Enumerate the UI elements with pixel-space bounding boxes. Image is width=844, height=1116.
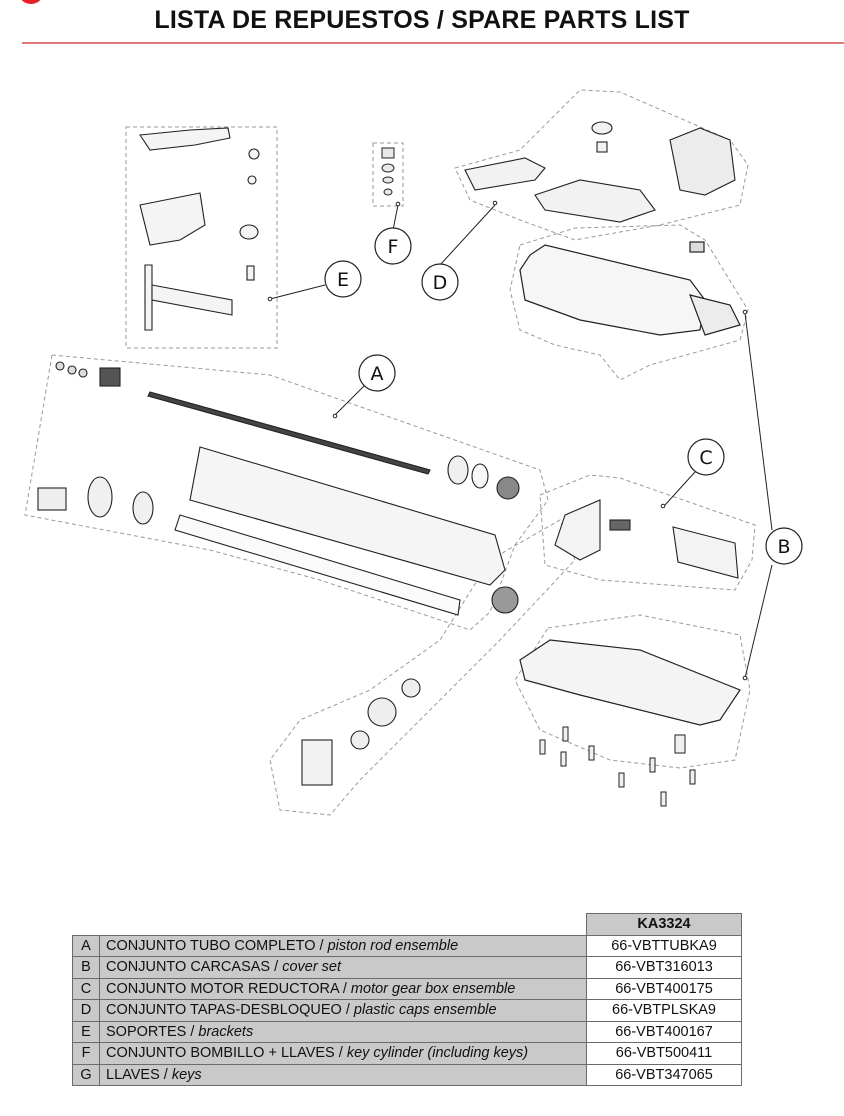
gearbox-plate [554,499,601,561]
part-letter: G [72,1063,100,1086]
callout-a: A [358,354,396,392]
table-row: E SOPORTES / brackets 66-VBT400167 [72,1020,742,1043]
table-row: C CONJUNTO MOTOR REDUCTORA / motor gear … [72,977,742,1000]
part-letter: A [72,934,100,957]
table-row: F CONJUNTO BOMBILLO + LLAVES / key cylin… [72,1042,742,1065]
part-description: CONJUNTO MOTOR REDUCTORA / motor gear bo… [99,977,587,1000]
bracket-plate-1 [139,127,231,151]
cap-right [669,127,736,196]
brand-logo-fragment [18,0,44,4]
cover-top [519,244,706,336]
threaded-rod [147,391,431,475]
svg-text:C: C [699,447,712,469]
callout-d: D [421,263,459,301]
part-letter: C [72,977,100,1000]
group-e-boundary [125,126,278,349]
svg-text:D: D [433,272,448,294]
svg-text:B: B [777,536,790,558]
callout-e: E [324,260,362,298]
part-description: CONJUNTO TUBO COMPLETO / piston rod ense… [99,934,587,957]
part-code: 66-VBT316013 [586,956,742,979]
motor [672,526,739,579]
table-row: B CONJUNTO CARCASAS / cover set 66-VBT31… [72,956,742,979]
part-description: SOPORTES / brackets [99,1020,587,1043]
exploded-parts-diagram: A B C D E F [0,60,844,860]
part-letter: D [72,999,100,1022]
callout-f: F [374,227,412,265]
callout-c: C [687,438,725,476]
part-code: 66-VBT500411 [586,1042,742,1065]
table-row: G LLAVES / keys 66-VBT347065 [72,1063,742,1086]
bracket-t [144,264,153,331]
part-letter: B [72,956,100,979]
inner-tube [174,514,461,616]
svg-text:A: A [371,363,384,385]
table-header-row: KA3324 [73,913,742,936]
part-letter: F [72,1042,100,1065]
part-description: CONJUNTO BOMBILLO + LLAVES / key cylinde… [99,1042,587,1065]
part-code: 66-VBTTUBKA9 [586,934,742,957]
part-description: LLAVES / keys [99,1063,587,1086]
part-code: 66-VBT347065 [586,1063,742,1086]
bracket-arm [151,284,233,316]
cap-center [534,179,656,223]
table-row: D CONJUNTO TAPAS-DESBLOQUEO / plastic ca… [72,999,742,1022]
page-title: LISTA DE REPUESTOS / SPARE PARTS LIST [154,6,690,34]
part-letter: E [72,1020,100,1043]
group-c-boundary [539,474,756,591]
group-a-boundary [24,354,549,631]
model-header: KA3324 [586,913,742,936]
svg-text:E: E [337,269,349,291]
cap-left [464,157,546,191]
group-b-boundary [509,224,749,381]
part-code: 66-VBT400175 [586,977,742,1000]
bracket-plate-2 [139,192,206,246]
svg-text:F: F [388,236,399,258]
group-gear-boundary [269,519,576,816]
group-base-boundary [514,614,751,769]
callout-b: B [765,527,803,565]
part-description: CONJUNTO CARCASAS / cover set [99,956,587,979]
table-row: A CONJUNTO TUBO COMPLETO / piston rod en… [72,934,742,957]
part-description: CONJUNTO TAPAS-DESBLOQUEO / plastic caps… [99,999,587,1022]
part-code: 66-VBTPLSKA9 [586,999,742,1022]
title-divider [22,42,844,44]
outer-tube [189,446,506,586]
base-housing [519,639,741,726]
group-f-boundary [372,142,404,207]
part-code: 66-VBT400167 [586,1020,742,1043]
spare-parts-table: KA3324 A CONJUNTO TUBO COMPLETO / piston… [72,913,742,1086]
